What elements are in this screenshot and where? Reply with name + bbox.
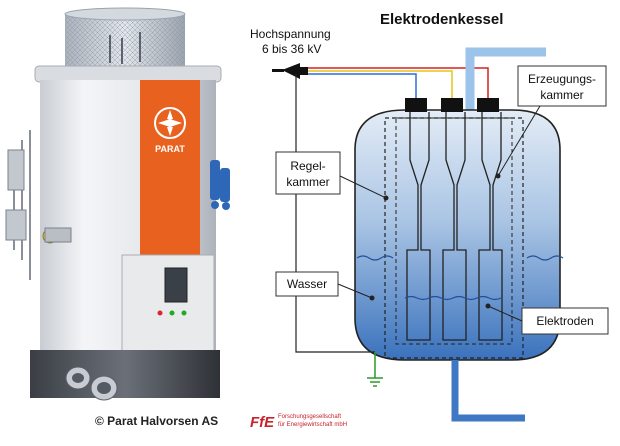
top-cage-pipes bbox=[109, 32, 141, 64]
diagram-title: Elektrodenkessel bbox=[380, 11, 503, 28]
callout-generation-chamber: Erzeugungs- kammer bbox=[495, 65, 607, 179]
phase-line-l1 bbox=[308, 67, 489, 100]
boiler-photo: PARAT © Parat Halvorsen AS bbox=[5, 7, 230, 428]
callout-control-chamber: Regel- kammer bbox=[275, 151, 389, 201]
steam-outlet-pipe bbox=[465, 47, 546, 110]
callout-water: Wasser bbox=[275, 271, 375, 301]
plug-icon bbox=[272, 63, 308, 79]
blue-valves-icon bbox=[210, 160, 230, 210]
callout-water-label: Wasser bbox=[287, 277, 327, 291]
ffe-logo: FfE Forschungsgesellschaft für Energiewi… bbox=[250, 414, 347, 431]
photo-copyright: © Parat Halvorsen AS bbox=[95, 414, 218, 428]
brand-name: PARAT bbox=[155, 144, 185, 154]
terminal-block-3 bbox=[477, 98, 499, 112]
callout-generation-chamber-line2: kammer bbox=[540, 88, 583, 102]
outlet-pipes-icon bbox=[65, 366, 118, 401]
parat-logo-icon bbox=[154, 107, 186, 139]
electrode-1 bbox=[406, 112, 431, 341]
callout-electrodes-label: Elektroden bbox=[536, 314, 593, 328]
ffe-logo-line1: Forschungsgesellschaft bbox=[278, 414, 341, 420]
callout-control-chamber-line1: Regel- bbox=[290, 159, 325, 173]
electrode-2 bbox=[442, 112, 467, 341]
generation-chamber-outline bbox=[395, 117, 513, 345]
callout-generation-chamber-line1: Erzeugungs- bbox=[528, 72, 596, 86]
callout-control-chamber-line2: kammer bbox=[286, 175, 329, 189]
voltage-label-line1: Hochspannung bbox=[250, 27, 331, 41]
water-surface bbox=[356, 255, 564, 301]
callout-electrodes: Elektroden bbox=[485, 303, 609, 335]
top-rim bbox=[34, 65, 222, 83]
electrodes bbox=[406, 112, 503, 341]
drain-pipe bbox=[451, 360, 525, 422]
panel-display bbox=[164, 267, 188, 303]
terminal-block-2 bbox=[441, 98, 463, 112]
ffe-logo-mark: FfE bbox=[250, 414, 275, 431]
phase-line-l3 bbox=[308, 73, 417, 100]
ground-icon bbox=[367, 377, 383, 387]
boiler-base bbox=[30, 350, 220, 398]
voltage-label-line2: 6 bis 36 kV bbox=[262, 42, 321, 56]
ffe-logo-line2: für Energiewirtschaft mbH bbox=[278, 422, 347, 428]
electrode-3 bbox=[478, 112, 503, 341]
phase-lines bbox=[308, 67, 489, 100]
terminal-block-1 bbox=[405, 98, 427, 112]
phase-line-l2 bbox=[308, 70, 453, 100]
